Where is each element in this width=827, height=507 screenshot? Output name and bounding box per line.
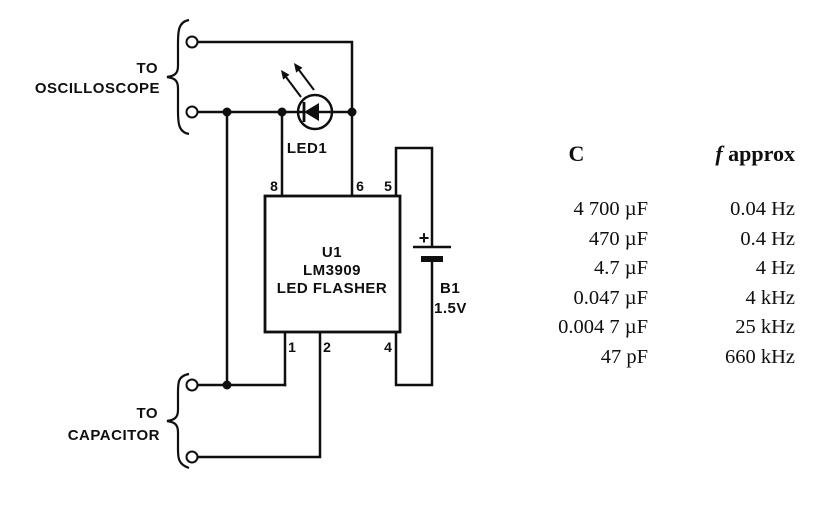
frequency-value: 4 Hz: [755, 257, 795, 279]
junction-dots: [222, 107, 357, 390]
battery-symbol: [413, 245, 451, 262]
capacitor-brace: [166, 372, 190, 470]
table-row: 470 µF 0.4 Hz: [505, 225, 805, 255]
capacitance-value: 470 µF: [588, 227, 648, 250]
junction-dot: [222, 380, 232, 390]
pin-number-2: 2: [323, 339, 331, 355]
led-anode-triangle: [304, 103, 319, 121]
junction-dot: [347, 107, 357, 117]
table-row: 4.7 µF 4 Hz: [505, 254, 805, 284]
terminal-oscilloscope-2: [185, 105, 199, 119]
frequency-value: 660 kHz: [724, 345, 795, 368]
led-label: LED1: [287, 140, 327, 157]
emission-arrowhead: [281, 70, 290, 80]
pin-number-1: 1: [288, 339, 296, 355]
ic-part-number: LM3909: [303, 262, 361, 279]
emission-arrowhead: [294, 63, 303, 73]
battery-voltage: 1.5V: [434, 300, 467, 317]
emission-arrow-line: [285, 76, 302, 98]
light-emission-arrows: [281, 63, 315, 98]
ic-function: LED FLASHER: [277, 280, 388, 297]
battery-reference: B1: [440, 280, 460, 297]
to-oscilloscope-line1: TO: [136, 60, 158, 77]
battery-plus-sign: +: [419, 228, 430, 248]
to-capacitor-line1: TO: [136, 405, 158, 422]
terminal-capacitor-2: [185, 450, 199, 464]
pin-number-8: 8: [270, 178, 278, 194]
wire-pin5-to-battery: [394, 146, 434, 248]
capacitance-value: 4.7 µF: [594, 257, 648, 279]
to-capacitor-line2: CAPACITOR: [68, 427, 160, 444]
capacitance-value: 0.004 7 µF: [558, 316, 648, 338]
table-header: C f approx: [505, 141, 805, 167]
terminals: [185, 35, 199, 464]
wire-group: [195, 40, 434, 459]
junction-dot: [222, 107, 232, 117]
led-symbol: [281, 63, 334, 131]
table-row: 47 pF 660 kHz: [505, 343, 805, 373]
frequency-value: 0.4 Hz: [740, 227, 795, 250]
emission-arrow-line: [298, 69, 315, 91]
ic-body: [263, 194, 402, 334]
table-row: 0.047 µF 4 kHz: [505, 284, 805, 314]
terminal-capacitor-1: [185, 378, 199, 392]
wire-battery-to-pin4: [394, 260, 434, 387]
approx-label: approx: [728, 141, 795, 166]
table-row: 0.004 7 µF 25 kHz: [505, 313, 805, 343]
wire-pin2-to-cap2: [195, 330, 322, 459]
frequency-value: 0.04 Hz: [730, 198, 795, 220]
column-header-capacitance: C: [568, 141, 585, 166]
frequency-table: C f approx 4 700 µF 0.04 Hz 470 µF 0.4 H…: [505, 141, 805, 372]
table-row: 4 700 µF 0.04 Hz: [505, 195, 805, 225]
capacitance-value: 0.047 µF: [573, 286, 648, 309]
terminal-oscilloscope-1: [185, 35, 199, 49]
frequency-value: 25 kHz: [735, 316, 795, 338]
pin-number-6: 6: [356, 178, 364, 194]
pin-number-4: 4: [384, 339, 392, 355]
frequency-value: 4 kHz: [745, 286, 795, 309]
junction-dot: [277, 107, 287, 117]
pin-number-5: 5: [384, 178, 392, 194]
ic-reference: U1: [322, 244, 342, 261]
wire-osc1-to-pin6: [195, 40, 354, 198]
column-header-frequency: f approx: [650, 141, 795, 167]
capacitance-value: 4 700 µF: [573, 198, 648, 220]
capacitance-value: 47 pF: [600, 345, 648, 368]
f-symbol: f: [715, 141, 723, 166]
oscilloscope-brace: [166, 18, 190, 136]
to-oscilloscope-line2: OSCILLOSCOPE: [35, 80, 160, 97]
